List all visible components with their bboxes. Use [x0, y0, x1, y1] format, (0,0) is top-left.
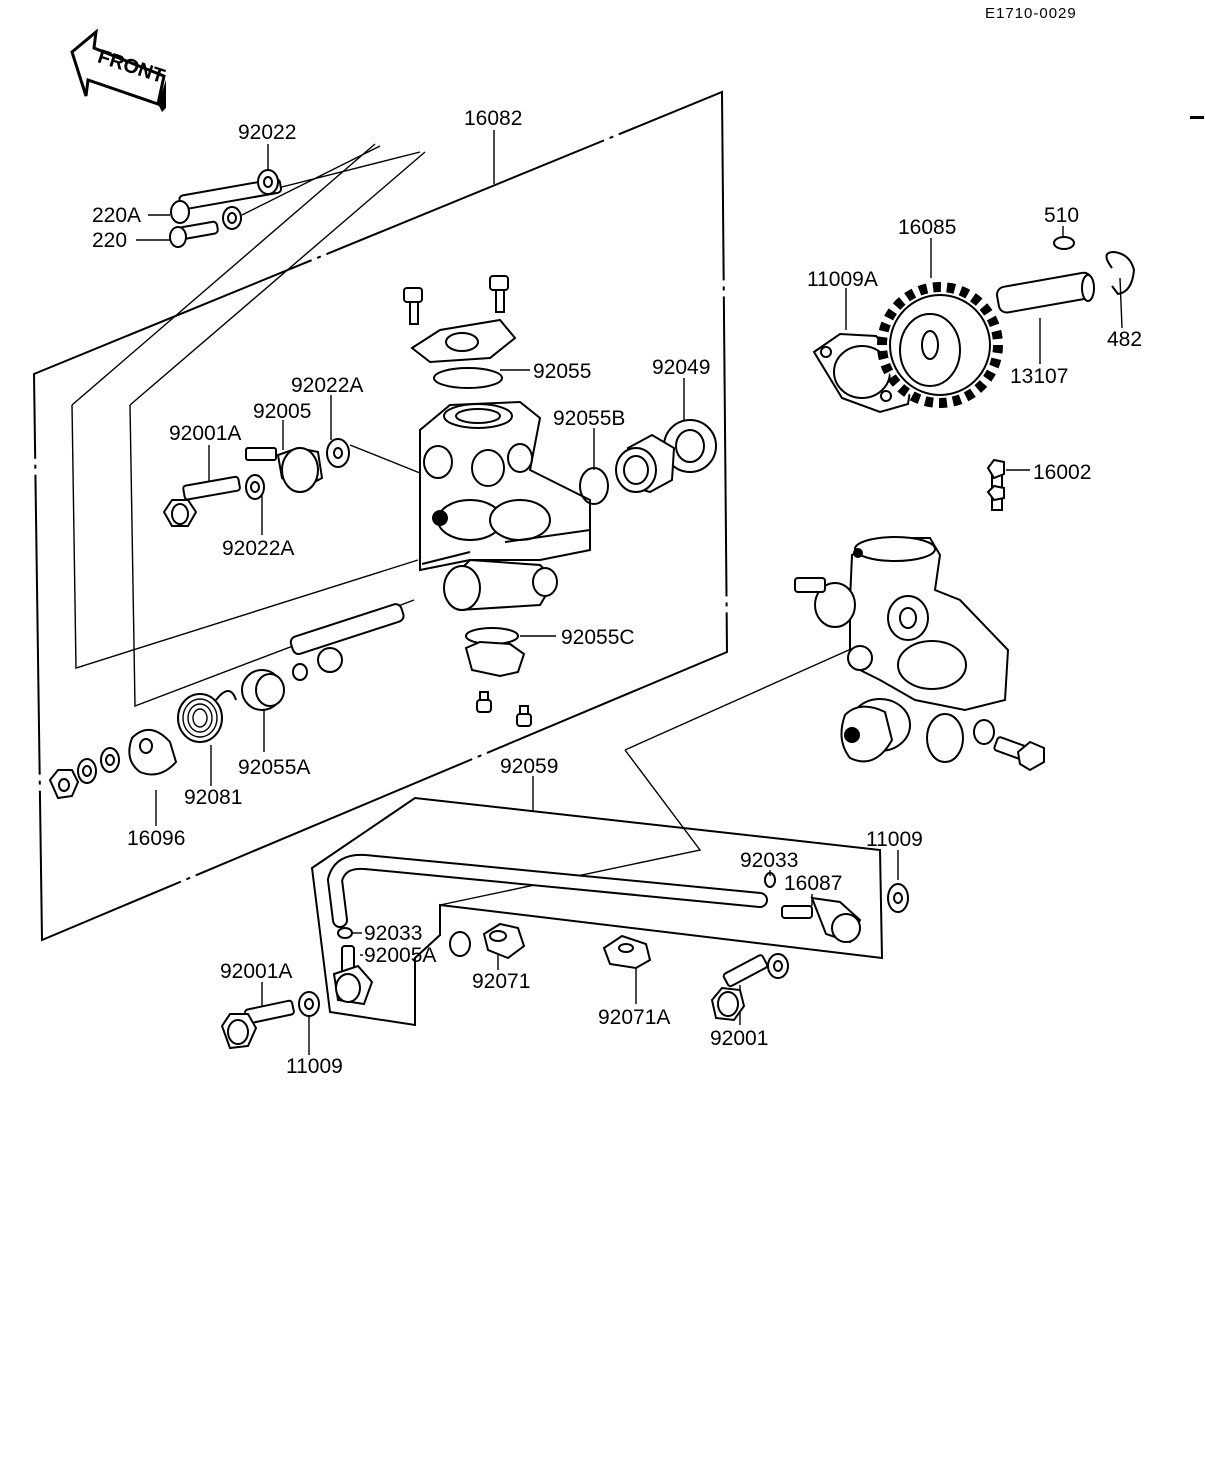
label-220: 220 [92, 229, 127, 252]
collar-92055A-icon [241, 669, 285, 711]
label-92005: 92005 [253, 400, 311, 423]
label-13107: 13107 [1010, 365, 1068, 388]
bolt-92001A-bottom-icon [220, 999, 295, 1050]
label-92049: 92049 [652, 356, 710, 379]
assembled-pump-icon [794, 536, 1010, 763]
washer-11009-icon [298, 883, 909, 1017]
banjo-92005A-icon [332, 945, 374, 1006]
nut-washer-icon [48, 747, 120, 800]
holder-92071-icon [482, 922, 526, 960]
label-92022A-top: 92022A [291, 374, 363, 397]
holder-92071A-icon [602, 934, 652, 970]
label-92081: 92081 [184, 786, 242, 809]
bolt-assembled-icon [973, 719, 1045, 772]
leader-lines [136, 130, 1123, 1055]
oil-line-kit-outline [310, 644, 884, 1027]
label-16085: 16085 [898, 216, 956, 239]
part-labels: 16082 92022 220A 220 92055 92049 92022A … [92, 107, 1142, 1078]
edge-mark [1190, 116, 1204, 119]
o-ring-92055-icon [433, 367, 503, 389]
label-92022: 92022 [238, 121, 296, 144]
oil-pump-body-icon [419, 400, 591, 612]
seal-92055C-icon [464, 627, 526, 678]
pump-cover-icon [410, 318, 517, 364]
label-92071: 92071 [472, 970, 530, 993]
spring-92081-icon [177, 690, 237, 743]
label-92055: 92055 [533, 360, 591, 383]
cover-screw-icon [403, 275, 509, 325]
cam-16096-icon [128, 729, 178, 776]
label-510: 510 [1044, 204, 1079, 227]
label-11009A: 11009A [807, 268, 878, 291]
washer-92022A-icon [245, 438, 350, 500]
pump-shaft-icon [289, 603, 405, 681]
label-92055B: 92055B [553, 407, 625, 430]
oil-hose-icon [326, 853, 768, 928]
bolt-16002-icon [986, 458, 1005, 511]
screw-220-icon [169, 220, 219, 248]
label-92033-left: 92033 [364, 922, 422, 945]
fitting-92005-icon [245, 446, 324, 493]
label-92059: 92059 [500, 755, 558, 778]
shaft-13107-icon [996, 271, 1095, 314]
bolt-92001-icon [710, 953, 789, 1022]
label-92055C: 92055C [561, 626, 635, 649]
label-92001A-bottom: 92001A [220, 960, 292, 983]
label-11009-bottom: 11009 [286, 1055, 343, 1078]
label-92071A: 92071A [598, 1006, 670, 1029]
label-92022A-bottom: 92022A [222, 537, 294, 560]
clip-482-icon [1105, 250, 1136, 296]
screw-220A-icon [170, 178, 283, 224]
o-ring-92055B-icon [579, 467, 609, 505]
gear-16085-icon [877, 282, 1003, 408]
label-92001A-top: 92001A [169, 422, 241, 445]
washer-92022-icon [222, 169, 279, 230]
label-482: 482 [1107, 328, 1142, 351]
label-16096: 16096 [127, 827, 185, 850]
label-16082: 16082 [464, 107, 522, 130]
front-arrow-icon: FRONT [70, 28, 167, 112]
label-16002: 16002 [1033, 461, 1091, 484]
base-screw-icon [476, 691, 532, 727]
label-92001: 92001 [710, 1027, 768, 1050]
bolt-92001A-icon [162, 475, 241, 527]
label-16087: 16087 [784, 872, 842, 895]
gasket-11009A-icon [812, 332, 914, 414]
label-92033-right: 92033 [740, 849, 798, 872]
label-11009-right: 11009 [866, 828, 923, 851]
label-220A: 220A [92, 204, 141, 227]
label-92005A: 92005A [364, 944, 436, 967]
diagram-code: E1710-0029 [985, 5, 1077, 22]
pin-510-icon [1053, 236, 1075, 250]
label-92055A: 92055A [238, 756, 310, 779]
banjo-16087-icon [781, 896, 862, 944]
clamp-92033-icon [337, 872, 776, 939]
cap-92049-icon [615, 419, 717, 494]
